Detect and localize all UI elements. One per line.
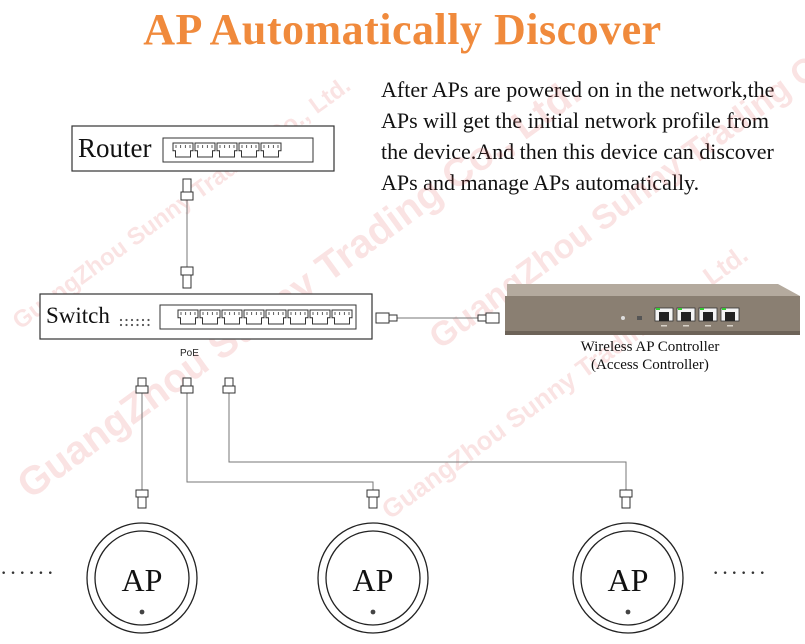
- connector-switch-top: [180, 266, 194, 289]
- controller-port-1: [654, 307, 674, 327]
- connector-ap1-top: [135, 489, 149, 509]
- switch-led-icon: [130, 323, 134, 327]
- switch-led-icon: [130, 318, 134, 322]
- router-port-3: [216, 142, 238, 158]
- access-points: AP AP AP: [86, 522, 684, 634]
- switch-status-leds: [119, 318, 150, 327]
- router-port-2: [194, 142, 216, 158]
- switch-led-icon: [141, 323, 145, 327]
- ap2-label: AP: [353, 562, 394, 598]
- cable-switch-ap2: [186, 393, 374, 490]
- switch-port-1: [177, 309, 199, 325]
- switch-led-icon: [141, 318, 145, 322]
- controller-top-face: [507, 284, 800, 296]
- router-port-4: [238, 142, 260, 158]
- ap1-inner-ring: [94, 530, 190, 626]
- switch-led-icon: [136, 323, 139, 327]
- switch-led-icon: [136, 318, 139, 322]
- switch-led-icon: [119, 318, 123, 322]
- connector-ap3-top: [619, 489, 633, 509]
- switch-port-6: [287, 309, 309, 325]
- ellipsis-left: ······: [0, 560, 56, 585]
- ap2-status-led-icon: [370, 609, 376, 615]
- switch-led-icon: [147, 318, 150, 322]
- ap3-inner-ring: [580, 530, 676, 626]
- ap1-status-led-icon: [139, 609, 145, 615]
- controller-ports: [654, 307, 740, 327]
- switch-led-icon: [125, 318, 128, 322]
- controller-port-4: [720, 307, 740, 327]
- ap3-label: AP: [608, 562, 649, 598]
- access-point-1: AP: [86, 522, 198, 634]
- diagram-title: AP Automatically Discover: [143, 5, 662, 54]
- router-ports: [172, 142, 282, 158]
- controller-port-2: [676, 307, 696, 327]
- switch-port-5: [265, 309, 287, 325]
- controller-bottom-edge: [505, 331, 800, 335]
- switch-label: Switch: [46, 303, 110, 328]
- switch-port-3: [221, 309, 243, 325]
- switch-port-7: [309, 309, 331, 325]
- controller-front: [505, 296, 800, 333]
- switch-ports: [177, 309, 353, 325]
- switch-device: [39, 293, 373, 340]
- watermark-3: GuangZhou Sunny Trading Co., Ltd.: [376, 239, 754, 525]
- router-device: [71, 125, 335, 172]
- ap1-label: AP: [122, 562, 163, 598]
- controller-power-led-icon: [621, 316, 625, 320]
- connector-router-bottom: [180, 178, 194, 201]
- connector-controller-left: [477, 312, 500, 324]
- controller-subtitle: (Access Controller): [591, 357, 709, 373]
- controller-port-3: [698, 307, 718, 327]
- switch-port-8: [331, 309, 353, 325]
- access-point-3: AP: [572, 522, 684, 634]
- description-text: After APs are powered on in the network,…: [381, 77, 775, 195]
- ap2-inner-ring: [325, 530, 421, 626]
- switch-port-2: [199, 309, 221, 325]
- access-point-2: AP: [317, 522, 429, 634]
- controller-device: [505, 284, 800, 335]
- router-port-1: [172, 142, 194, 158]
- connector-poe-1: [135, 377, 149, 394]
- switch-led-icon: [125, 323, 128, 327]
- switch-port-4: [243, 309, 265, 325]
- poe-label: PoE: [180, 348, 199, 359]
- cables: [141, 200, 627, 490]
- cable-connectors: [135, 178, 633, 509]
- controller-label: Wireless AP Controller (Access Controlle…: [540, 338, 760, 374]
- ap3-status-led-icon: [625, 609, 631, 615]
- connector-ap2-top: [366, 489, 380, 509]
- connector-switch-right: [375, 312, 398, 324]
- controller-reset-button: [637, 316, 642, 320]
- switch-led-icon: [119, 323, 123, 327]
- connector-poe-3: [222, 377, 236, 394]
- router-port-5: [260, 142, 282, 158]
- cable-switch-ap3: [228, 393, 627, 490]
- router-label: Router: [78, 133, 152, 163]
- connector-poe-2: [180, 377, 194, 394]
- switch-led-icon: [147, 323, 150, 327]
- watermarks: GuangZhou Sunny Trading Co., Ltd. GuangZ…: [8, 0, 805, 525]
- controller-name: Wireless AP Controller: [580, 339, 720, 355]
- ellipsis-right: ······: [712, 560, 768, 585]
